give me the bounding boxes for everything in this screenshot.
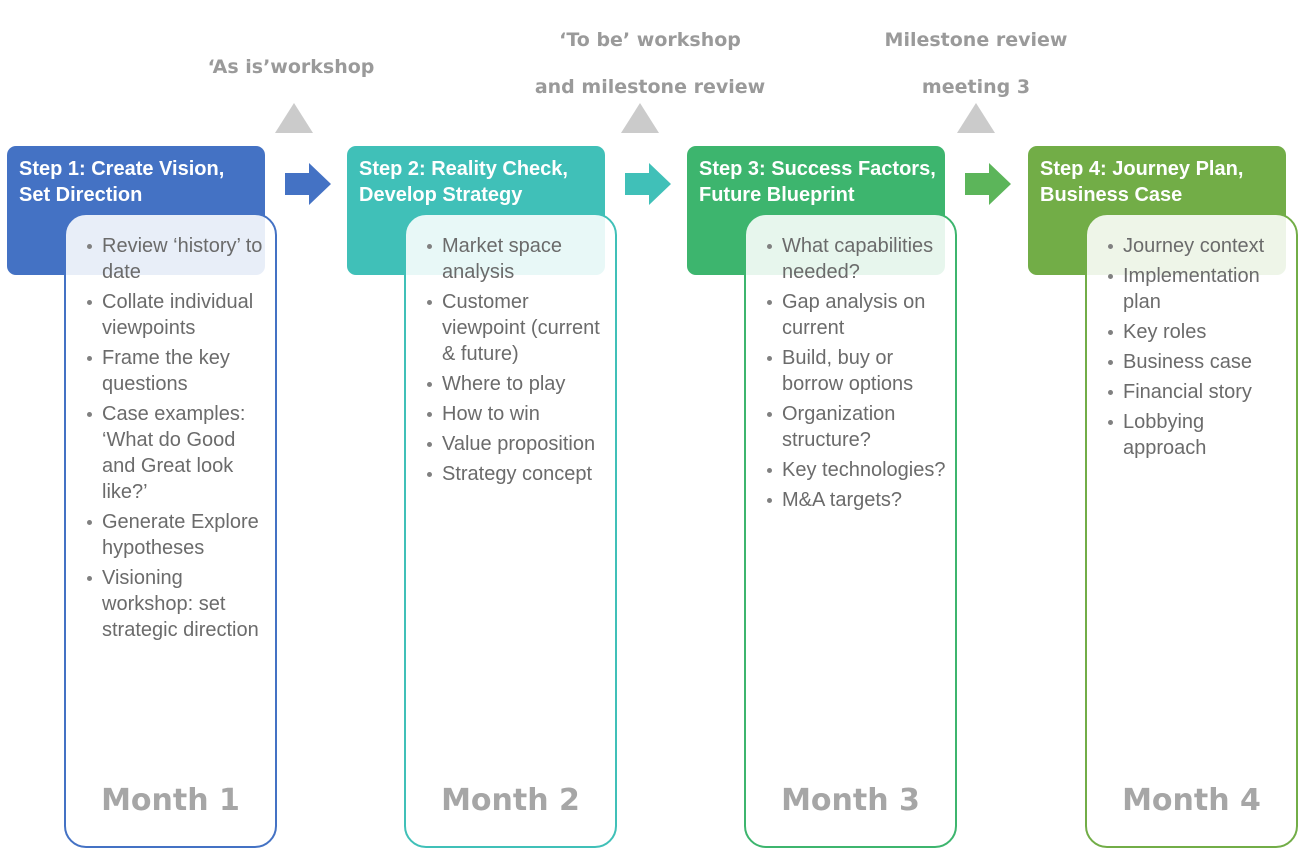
bullet-item: Review ‘history’ to date (87, 233, 271, 285)
bullet-item: Frame the key questions (87, 345, 271, 397)
milestone-marker-triangle (275, 103, 313, 133)
step-1-card: Review ‘history’ to date Collate individ… (64, 213, 277, 848)
bullet-item: Journey context (1108, 233, 1292, 259)
bullet-item: Organization structure? (767, 401, 951, 453)
month-label: Month 1 (101, 783, 240, 818)
milestone-marker-triangle (621, 103, 659, 133)
bullet-item: Key technologies? (767, 457, 951, 483)
bullet-item: Financial story (1108, 379, 1292, 405)
step-title-line: Develop Strategy (359, 184, 523, 206)
month-label: Month 3 (781, 783, 920, 818)
month-label: Month 2 (441, 783, 580, 818)
step-3-bullet-list: What capabilities needed? Gap analysis o… (746, 215, 955, 513)
step-title-line: Business Case (1040, 184, 1183, 206)
milestone-label-line: and milestone review (534, 76, 766, 98)
milestone-label-as-is: ‘As is’workshop (180, 58, 402, 77)
milestone-label-line: Milestone review (884, 29, 1068, 51)
step-title-line: Future Blueprint (699, 184, 855, 206)
bullet-item: Where to play (427, 371, 611, 397)
step-title-line: Step 3: Success Factors, (699, 158, 936, 180)
bullet-item: Case examples: ‘What do Good and Great l… (87, 401, 271, 505)
step-title-line: Set Direction (19, 184, 143, 206)
bullet-item: Key roles (1108, 319, 1292, 345)
milestone-marker-triangle (957, 103, 995, 133)
bullet-item: Implementation plan (1108, 263, 1292, 315)
milestone-label-to-be: ‘To be’ workshop and milestone review (520, 17, 780, 111)
milestone-label-review-3: Milestone review meeting 3 (866, 17, 1086, 111)
step-title-line: Step 1: Create Vision, (19, 158, 225, 180)
bullet-item: Collate individual viewpoints (87, 289, 271, 341)
bullet-item: Lobbying approach (1108, 409, 1292, 461)
bullet-item: How to win (427, 401, 611, 427)
bullet-item: Business case (1108, 349, 1292, 375)
step-connector-arrow-icon (285, 163, 331, 205)
step-1-bullet-list: Review ‘history’ to date Collate individ… (66, 215, 275, 643)
milestone-label-line: ‘As is’workshop (207, 56, 375, 78)
milestone-label-line: ‘To be’ workshop (559, 29, 741, 51)
step-4-bullet-list: Journey context Implementation plan Key … (1087, 215, 1296, 461)
month-label: Month 4 (1122, 783, 1261, 818)
bullet-item: Value proposition (427, 431, 611, 457)
step-title-line: Step 2: Reality Check, (359, 158, 568, 180)
bullet-item: Generate Explore hypotheses (87, 509, 271, 561)
step-2-card: Market space analysis Customer viewpoint… (404, 213, 617, 848)
milestone-label-line: meeting 3 (921, 76, 1031, 98)
bullet-item: Gap analysis on current (767, 289, 951, 341)
bullet-item: What capabilities needed? (767, 233, 951, 285)
bullet-item: Build, buy or borrow options (767, 345, 951, 397)
step-4-card: Journey context Implementation plan Key … (1085, 213, 1298, 848)
step-connector-arrow-icon (625, 163, 671, 205)
bullet-item: Strategy concept (427, 461, 611, 487)
bullet-item: Customer viewpoint (current & future) (427, 289, 611, 367)
step-3-card: What capabilities needed? Gap analysis o… (744, 213, 957, 848)
step-connector-arrow-icon (965, 163, 1011, 205)
bullet-item: Visioning workshop: set strategic direct… (87, 565, 271, 643)
step-title-line: Step 4: Journey Plan, (1040, 158, 1244, 180)
bullet-item: M&A targets? (767, 487, 951, 513)
bullet-item: Market space analysis (427, 233, 611, 285)
step-2-bullet-list: Market space analysis Customer viewpoint… (406, 215, 615, 487)
